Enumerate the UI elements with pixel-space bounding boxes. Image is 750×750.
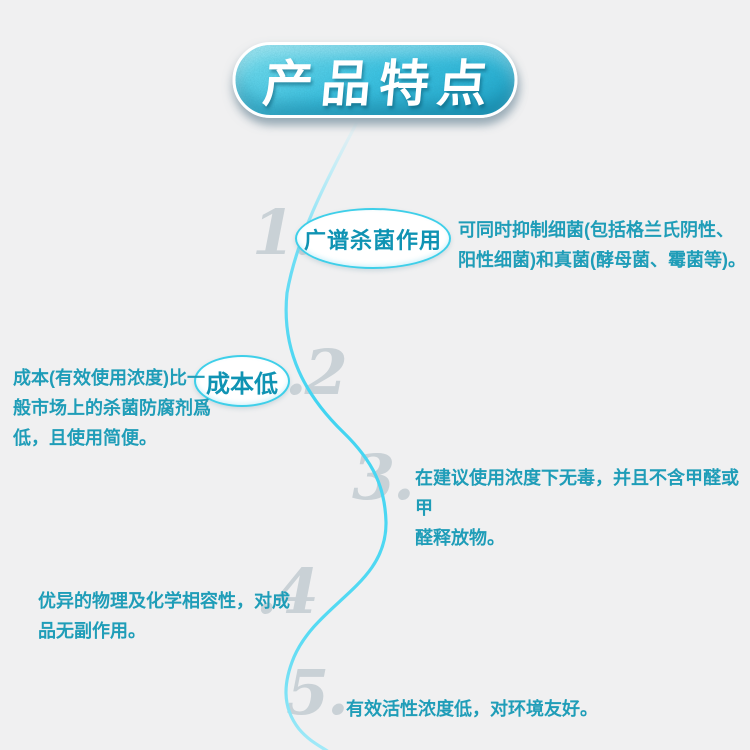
feature-badge-broad-spectrum: 广谱杀菌作用: [295, 208, 451, 269]
feature-text-2: 成本(有效使用浓度)比一 般市场上的杀菌防腐剂爲 低，且使用简便。: [13, 368, 211, 448]
feature-number-3: 3.: [352, 441, 415, 514]
feature-badge-label: 成本低: [206, 370, 278, 398]
title-banner: 产品特点: [232, 42, 518, 118]
feature-number-2: .2: [285, 336, 348, 409]
page-title: 产品特点: [260, 56, 498, 112]
feature-text-4: 优异的物理及化学相容性，对成 品无副作用。: [38, 591, 290, 641]
banner-noise-texture: [235, 45, 515, 115]
feature-number-5: 5.: [286, 656, 349, 729]
feature-text-3: 在建议使用浓度下无毒，并且不含甲醛或甲 醛释放物。: [415, 468, 739, 548]
feature-badge-label: 广谱杀菌作用: [303, 227, 442, 253]
feature-text-1: 可同时抑制细菌(包括格兰氏阴性、 阳性细菌)和真菌(酵母菌、霉菌等)。: [458, 220, 746, 270]
feature-text-5: 有效活性浓度低，对环境友好。: [346, 699, 598, 719]
